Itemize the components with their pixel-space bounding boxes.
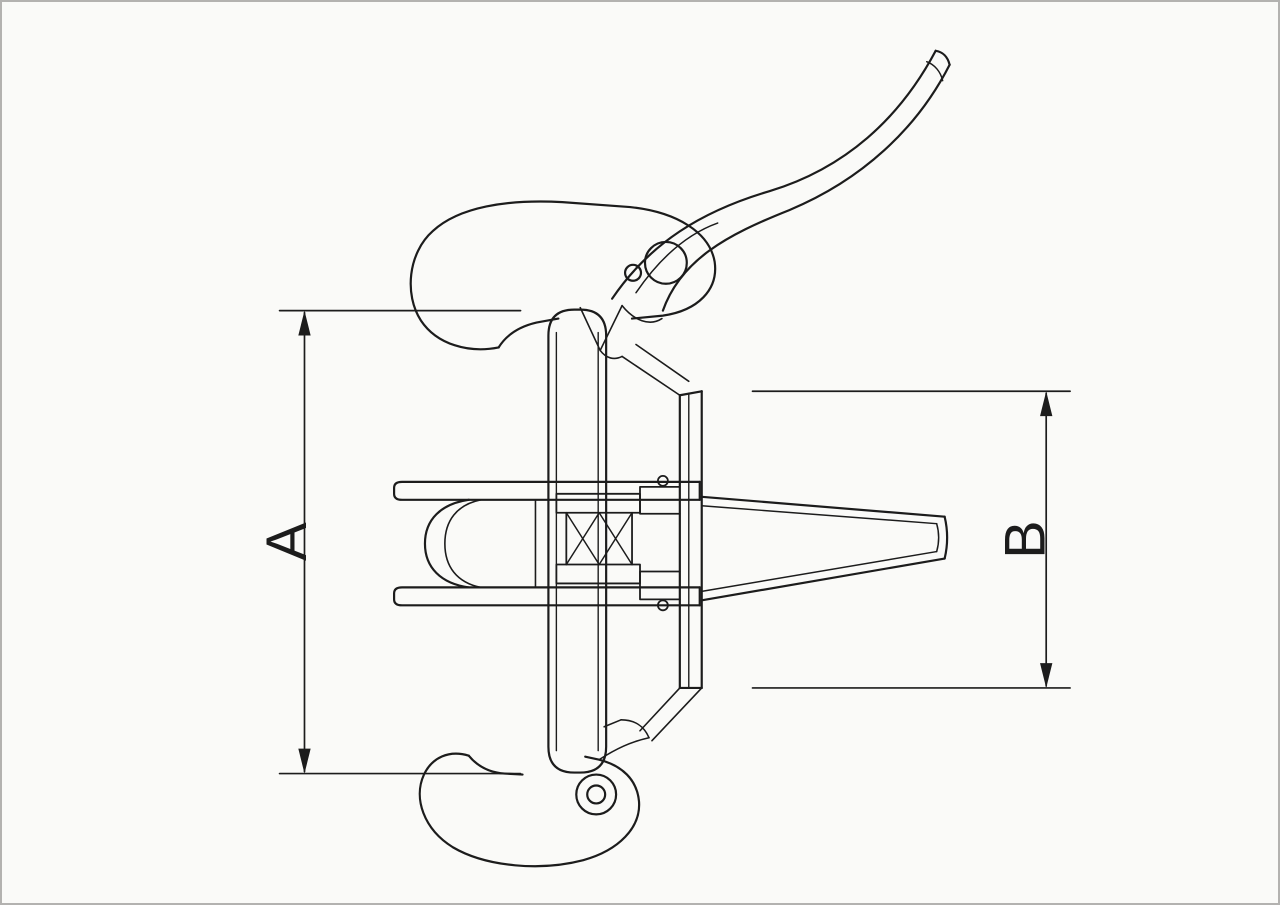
spring-coil-lines xyxy=(565,511,633,566)
left-bracket-outer-arc xyxy=(423,498,470,589)
link-plates xyxy=(639,475,681,612)
cam-follower-left xyxy=(579,306,601,352)
cam-follower-curve xyxy=(621,304,663,323)
bottom-cam-arm-lines xyxy=(598,719,650,761)
cam-follower-right xyxy=(599,304,623,352)
top-claw-pivot-hole xyxy=(643,240,688,285)
dimension-a: A xyxy=(255,309,522,775)
dimension-a-arrow-top xyxy=(298,310,311,336)
body-outline xyxy=(547,308,608,774)
top-flange-bar xyxy=(392,480,701,501)
spout-end-cap xyxy=(943,515,949,560)
left-clamp-bracket xyxy=(423,498,537,589)
flange-plate-top-edge xyxy=(678,390,703,397)
bottom-cam-arm-top xyxy=(598,736,650,761)
dimension-a-label: A xyxy=(255,522,319,561)
lever-outer-edge xyxy=(611,49,937,300)
bottom-cone-line-1 xyxy=(639,687,681,732)
bottom-claw-outline xyxy=(418,752,641,868)
bottom-cam-claw xyxy=(418,719,650,868)
bottom-cam-arm-curve xyxy=(620,719,650,739)
coil-line-2 xyxy=(565,511,600,566)
spout-inner-top xyxy=(700,505,938,525)
spout-end-cap-inner xyxy=(935,522,940,553)
bottom-flange-bar xyxy=(392,586,701,607)
lever-fold-line xyxy=(635,222,719,294)
lever-tip-detail-line xyxy=(925,60,944,82)
bottom-cone-line-2 xyxy=(651,687,703,742)
dimension-b: B xyxy=(751,390,1071,689)
coupling-assembly xyxy=(392,49,951,868)
bottom-claw-pivot-hole-inner xyxy=(586,784,607,805)
bottom-claw-hook-inner-edge xyxy=(467,754,524,776)
cam-lever xyxy=(611,49,951,312)
lever-inner-edge xyxy=(661,63,951,312)
spout-inner-bottom xyxy=(700,550,938,593)
top-claw-outline xyxy=(409,200,717,351)
bottom-claw-pivot-hole-outer xyxy=(575,773,618,816)
cam-follower-foot xyxy=(599,349,623,360)
bottom-bolt-hole xyxy=(657,599,669,612)
bottom-link-plate xyxy=(639,570,681,601)
dimension-a-arrow-bottom xyxy=(298,748,311,774)
top-claw-pin-hole xyxy=(623,263,643,282)
drawing-root-group: A B xyxy=(255,49,1071,868)
dimension-b-arrow-top xyxy=(1040,391,1053,417)
top-cone-line-2 xyxy=(635,343,690,383)
coupling-flange-plate xyxy=(639,390,703,742)
bottom-cam-arm-foot xyxy=(603,719,622,728)
top-link-plate xyxy=(639,485,681,515)
top-bolt-hole xyxy=(657,475,669,487)
left-bracket-inner-arc xyxy=(444,498,482,589)
spout-bottom-edge xyxy=(700,557,946,602)
top-cone-line-1 xyxy=(621,355,681,397)
outlet-spout xyxy=(700,495,949,602)
top-cam-claw xyxy=(409,200,717,397)
coil-line-4 xyxy=(598,511,633,566)
top-claw-hook-inner-edge xyxy=(497,317,560,349)
coupling-body xyxy=(547,308,608,774)
lever-tip-cap xyxy=(934,49,951,66)
top-cam-follower-lines xyxy=(579,304,690,397)
spring-assembly xyxy=(555,492,641,585)
dimension-b-label: B xyxy=(994,520,1058,559)
flange-bars xyxy=(392,480,701,607)
dimension-b-arrow-bottom xyxy=(1040,663,1053,688)
spout-top-edge xyxy=(700,495,946,518)
